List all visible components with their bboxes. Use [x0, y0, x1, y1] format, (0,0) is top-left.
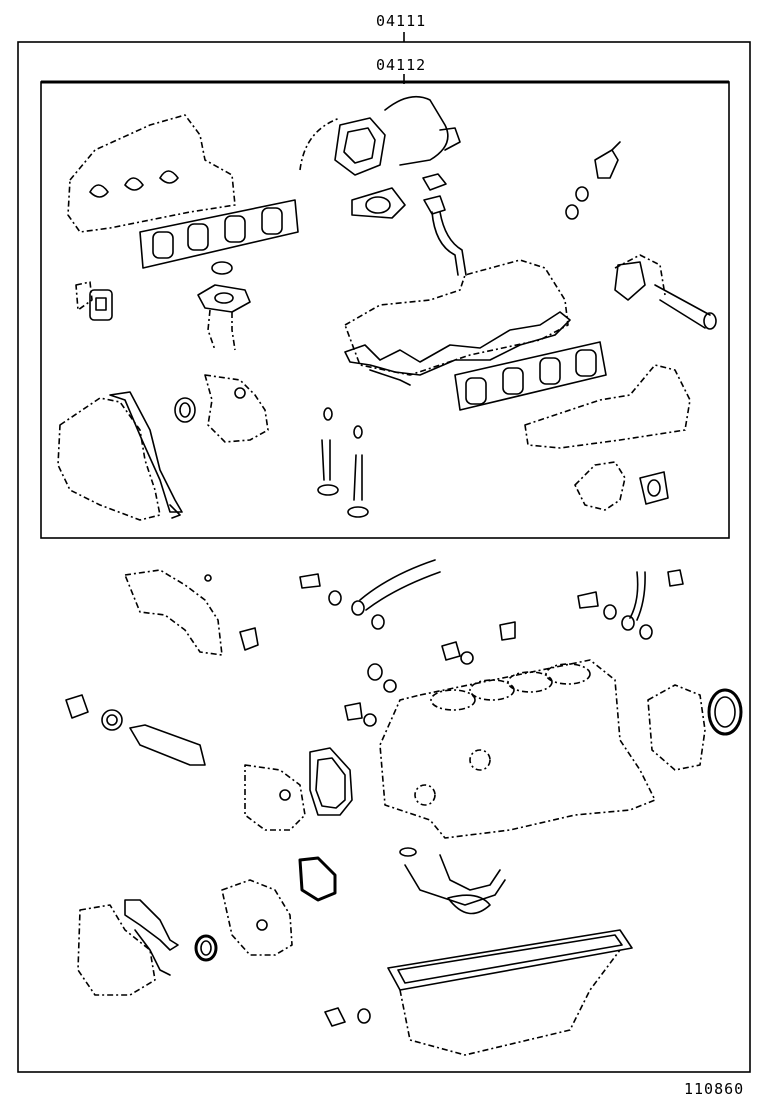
oil-filter-bracket-gasket	[75, 281, 113, 321]
block-bolt-and-washer	[344, 702, 377, 727]
sensor	[565, 141, 621, 220]
diagram-code: 110860	[684, 1080, 745, 1098]
oil-pipe-gaskets-right	[577, 569, 684, 640]
water-inlet-tube	[129, 724, 206, 766]
intake-manifold-insulator	[524, 364, 691, 449]
crankshaft-oil-seal	[174, 397, 196, 423]
dipstick-guide-gasket	[422, 173, 467, 276]
oil-pump-cover	[244, 764, 306, 831]
outer-kit-frame	[17, 41, 751, 1073]
timing-belt-cover-no1	[57, 391, 183, 521]
oil-pan-gasket	[387, 929, 633, 1056]
front-oil-seal	[194, 934, 218, 962]
outer-kit-part-number: 04111	[376, 12, 427, 30]
crankshaft-oil-seal-inner	[179, 402, 191, 418]
water-pump-o-ring	[298, 856, 337, 902]
intake-manifold-gasket	[454, 341, 607, 411]
cylinder-head-cover-gasket	[344, 259, 571, 386]
block-plug-gasket	[367, 663, 383, 681]
union-bolt-and-gaskets	[299, 559, 441, 630]
front-oil-seal-inner	[200, 940, 212, 956]
oil-filter-union-gasket	[65, 694, 123, 731]
cylinder-block-gasket-outline	[379, 659, 656, 839]
drain-plug	[441, 621, 516, 665]
valve-stem-seals-and-valves	[317, 407, 369, 518]
exhaust-manifold-gasket	[139, 199, 299, 269]
timing-belt-cover-no2	[204, 374, 269, 443]
exhaust-manifold-insulator	[67, 114, 236, 233]
timing-belt-cover-lower	[77, 899, 179, 996]
small-ring-gasket	[211, 261, 233, 275]
inner-kit-part-number: 04112	[376, 56, 427, 74]
oil-pan-drain-plug	[324, 1007, 371, 1027]
water-pump-housing	[574, 461, 669, 511]
timing-belt-plate	[221, 879, 293, 956]
water-outlet-gasket	[351, 187, 406, 219]
rear-oil-seal-retainer	[647, 684, 743, 771]
water-outlet-housing	[299, 95, 461, 176]
exhaust-pipe-flange	[197, 284, 251, 351]
inner-kit-frame	[40, 81, 730, 539]
oil-strainer	[399, 847, 506, 915]
oil-pump-gasket	[309, 747, 353, 816]
water-bypass-pipe-cover	[124, 569, 259, 656]
water-inlet-pipe	[614, 254, 717, 330]
block-plug-washer	[383, 679, 397, 693]
